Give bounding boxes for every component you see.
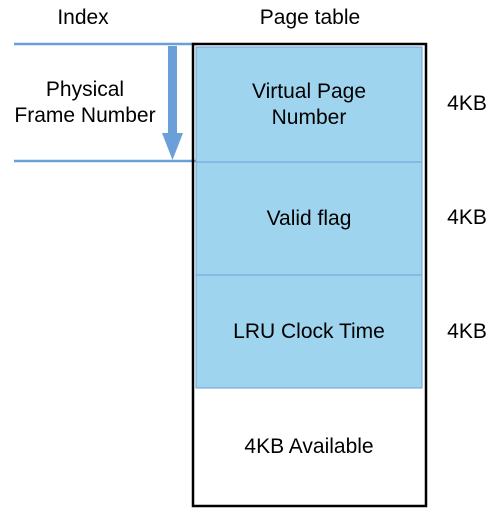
lru-clock-time-text: LRU Clock Time xyxy=(233,319,385,343)
down-arrow-icon xyxy=(162,46,183,160)
cell-lru-clock-time xyxy=(195,274,423,389)
cell-text-available: 4KB Available xyxy=(196,388,422,506)
size-label-row3: 4KB xyxy=(447,320,487,343)
index-header: Index xyxy=(57,6,109,29)
page-table-header: Page table xyxy=(259,6,361,29)
valid-flag-text: Valid flag xyxy=(266,206,352,230)
size-label-row2: 4KB xyxy=(447,206,487,229)
cell-virtual-page-number xyxy=(195,46,423,163)
virtual-page-line2: Number xyxy=(271,105,347,129)
physical-frame-number-label: Physical Frame Number xyxy=(4,77,166,129)
physical-frame-number-line2: Frame Number xyxy=(14,104,156,127)
cell-text-valid-flag: Valid flag xyxy=(196,162,422,275)
cell-text-lru-clock-time: LRU Clock Time xyxy=(196,275,422,388)
cell-valid-flag xyxy=(195,161,423,276)
physical-frame-number-line1: Physical xyxy=(45,78,125,101)
cell-text-virtual-page-number: Virtual Page Number xyxy=(196,47,422,162)
size-label-row1: 4KB xyxy=(447,92,487,115)
virtual-page-line1: Virtual Page xyxy=(251,79,367,103)
page-table-outer-border xyxy=(191,42,428,508)
available-text: 4KB Available xyxy=(244,435,374,458)
